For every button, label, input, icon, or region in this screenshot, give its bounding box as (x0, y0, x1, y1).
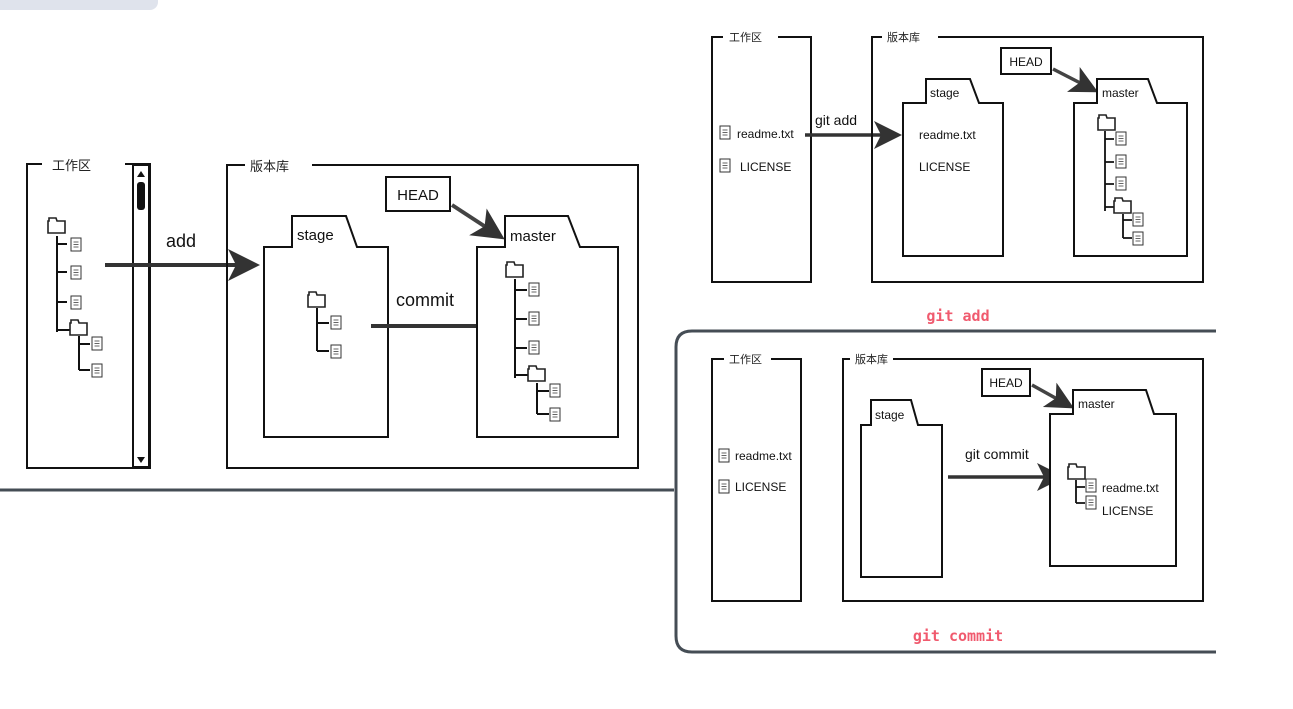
folder-icon (69, 319, 88, 336)
file-icon (91, 363, 103, 378)
file-icon (528, 311, 540, 326)
stage-folder (263, 215, 389, 438)
git-add-arrow-label: git add (815, 112, 857, 128)
repository-box (226, 164, 639, 469)
top-tab (0, 0, 158, 10)
add-stage-folder (902, 78, 1004, 257)
folder-icon (307, 291, 326, 308)
file-icon (1132, 212, 1144, 227)
master-file-tree (505, 261, 561, 422)
main-diagram: 工作区 add 版本库 HEAD (26, 159, 639, 469)
add-workspace-box (711, 36, 812, 283)
add-workspace-file: LICENSE (740, 160, 791, 174)
folder-icon (1067, 463, 1086, 480)
file-icon (91, 336, 103, 351)
commit-label: commit (396, 290, 454, 310)
file-icon (1085, 495, 1097, 510)
add-label: add (166, 231, 196, 251)
head-box (385, 176, 451, 212)
scroll-down-arrow-icon[interactable] (137, 457, 145, 463)
stage-label: stage (297, 227, 334, 244)
add-repository-box (871, 36, 1204, 283)
commit-repository-label: 版本库 (855, 352, 888, 366)
repository-label: 版本库 (250, 159, 289, 175)
commit-master-file-tree: readme.txt LICENSE (1067, 463, 1159, 518)
commit-workspace-box (711, 358, 802, 602)
master-folder (476, 215, 619, 438)
add-head-label: HEAD (1009, 55, 1043, 69)
add-stage-label: stage (930, 86, 960, 100)
file-icon (1115, 154, 1127, 169)
commit-repository-box (842, 358, 1204, 602)
commit-head-arrow (1031, 382, 1075, 409)
file-icon (330, 315, 342, 330)
add-stage-file: LICENSE (919, 160, 970, 174)
connector-lines (0, 329, 1216, 654)
git-commit-panel: 工作区 readme.txt LICENSE 版本库 HEAD stage gi… (711, 352, 1204, 645)
file-icon (549, 407, 561, 422)
commit-master-file: LICENSE (1102, 504, 1153, 518)
folder-icon (1113, 197, 1132, 214)
file-icon (528, 340, 540, 355)
add-master-label: master (1102, 86, 1139, 100)
scrollbar-track[interactable] (132, 164, 150, 468)
folder-icon (505, 261, 524, 278)
workspace-box (26, 163, 151, 469)
add-head-arrow (1052, 66, 1099, 93)
file-icon (330, 344, 342, 359)
commit-workspace-label: 工作区 (729, 353, 762, 366)
commit-master-folder (1049, 389, 1177, 567)
file-icon (1132, 231, 1144, 246)
git-commit-arrow-label: git commit (965, 446, 1029, 462)
git-commit-caption: git commit (913, 627, 1003, 645)
head-label: HEAD (397, 187, 439, 204)
commit-master-file: readme.txt (1102, 481, 1159, 495)
commit-workspace-file: readme.txt (735, 449, 792, 463)
commit-head-box (981, 368, 1031, 397)
add-master-file-tree (1097, 114, 1144, 246)
folder-icon (1097, 114, 1116, 131)
add-repository-label: 版本库 (887, 30, 920, 44)
workspace-file-tree (47, 217, 103, 378)
git-add-caption: git add (926, 307, 989, 325)
add-workspace-label: 工作区 (729, 31, 762, 44)
file-icon (719, 125, 731, 140)
file-icon (1115, 131, 1127, 146)
commit-panel-bracket (674, 329, 1216, 654)
file-icon (70, 295, 82, 310)
commit-workspace-file: LICENSE (735, 480, 786, 494)
master-label: master (510, 228, 556, 245)
file-icon (719, 158, 731, 173)
file-icon (718, 448, 730, 463)
add-master-folder (1073, 78, 1188, 257)
folder-icon (527, 365, 546, 382)
git-add-panel: 工作区 readme.txt LICENSE git add 版本库 HEAD … (711, 30, 1204, 325)
commit-stage-folder (860, 399, 943, 578)
commit-stage-label: stage (875, 408, 905, 422)
file-icon (1085, 478, 1097, 493)
add-workspace-file: readme.txt (737, 127, 794, 141)
commit-master-label: master (1078, 397, 1115, 411)
file-icon (70, 265, 82, 280)
scrollbar-thumb[interactable] (137, 182, 145, 210)
workspace-scrollbar[interactable] (132, 164, 150, 468)
add-head-box (1000, 47, 1052, 75)
workspace-label: 工作区 (52, 159, 91, 174)
file-icon (549, 383, 561, 398)
file-icon (1115, 176, 1127, 191)
file-icon (718, 479, 730, 494)
head-arrow (450, 203, 505, 240)
scroll-up-arrow-icon[interactable] (137, 171, 145, 177)
add-stage-file: readme.txt (919, 128, 976, 142)
file-icon (528, 282, 540, 297)
commit-head-label: HEAD (989, 376, 1023, 390)
file-icon (70, 237, 82, 252)
stage-file-tree (307, 291, 342, 359)
folder-icon (47, 217, 66, 234)
